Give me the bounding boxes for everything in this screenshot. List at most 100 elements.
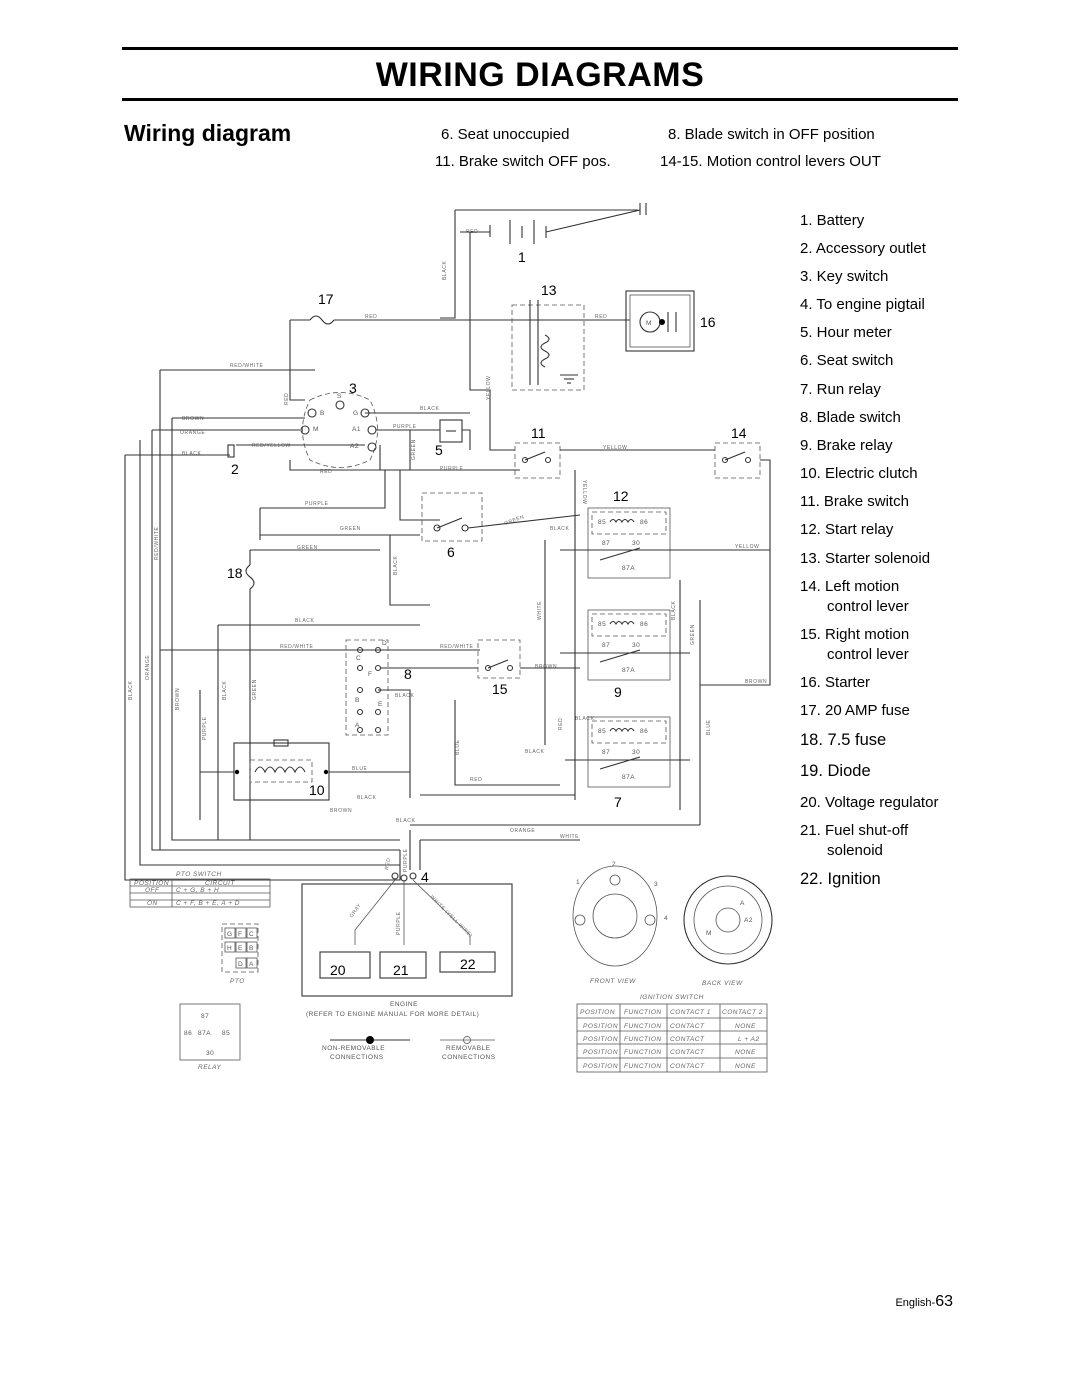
engine-box: GRAY PURPLE WHITE (YELL WIRE): [301, 879, 513, 997]
svg-text:4: 4: [664, 915, 668, 922]
legend-item: 5. Hour meter: [800, 324, 892, 341]
svg-text:GREEN: GREEN: [252, 679, 258, 700]
callout-16: 16: [700, 314, 716, 330]
callout-2: 2: [231, 461, 239, 477]
hour-meter: [439, 419, 463, 443]
svg-text:B: B: [355, 697, 360, 704]
condition-brake: 11. Brake switch OFF pos.: [435, 153, 611, 170]
legend-item: 3. Key switch: [800, 268, 889, 285]
svg-text:BROWN: BROWN: [745, 679, 767, 685]
svg-text:86: 86: [640, 728, 648, 735]
callout-20: 20: [330, 962, 346, 978]
svg-text:87: 87: [602, 642, 610, 649]
svg-text:A: A: [740, 900, 745, 907]
key-switch: B S G M A1 A2: [300, 392, 378, 468]
svg-text:POSITION: POSITION: [583, 1023, 618, 1030]
callout-18: 18: [227, 565, 243, 581]
pto-switch-table: PTO SWITCH POSITION CIRCUIT OFF C + G, B…: [129, 871, 271, 908]
svg-text:H: H: [227, 945, 232, 952]
svg-text:ORANGE: ORANGE: [510, 828, 535, 834]
svg-text:BLACK: BLACK: [222, 681, 228, 700]
relay-pinout: 87 86 87A 85 30 RELAY: [179, 1003, 241, 1071]
svg-text:BLACK: BLACK: [396, 818, 415, 824]
svg-text:RED: RED: [384, 857, 392, 870]
svg-text:86: 86: [640, 519, 648, 526]
svg-text:WHITE: WHITE: [537, 601, 543, 620]
starter-solenoid: [511, 300, 585, 391]
svg-text:BLACK: BLACK: [393, 556, 399, 575]
svg-text:PURPLE: PURPLE: [305, 501, 329, 507]
svg-text:POSITION: POSITION: [583, 1049, 618, 1056]
legend-item: 21. Fuel shut-off: [800, 822, 909, 839]
svg-text:30: 30: [632, 642, 640, 649]
svg-text:M: M: [646, 320, 652, 327]
svg-text:IGNITION SWITCH: IGNITION SWITCH: [640, 994, 704, 1001]
svg-text:REMOVABLE: REMOVABLE: [446, 1045, 491, 1052]
svg-text:BROWN: BROWN: [182, 416, 204, 422]
svg-text:F: F: [238, 931, 242, 938]
legend-item-cont: control lever: [827, 598, 909, 615]
svg-text:87A: 87A: [622, 774, 635, 781]
svg-text:87: 87: [602, 540, 610, 547]
callout-7: 7: [614, 794, 622, 810]
svg-text:85: 85: [222, 1030, 230, 1037]
svg-text:NONE: NONE: [735, 1023, 756, 1030]
svg-text:(REFER TO ENGINE MANUAL FOR MO: (REFER TO ENGINE MANUAL FOR MORE DETAIL): [306, 1011, 479, 1018]
legend-item: 18. 7.5 fuse: [800, 731, 887, 749]
svg-text:30: 30: [632, 749, 640, 756]
svg-text:85: 85: [598, 621, 606, 628]
svg-text:RED/YELLOW: RED/YELLOW: [252, 443, 291, 449]
svg-text:87A: 87A: [198, 1030, 211, 1037]
svg-text:BLACK: BLACK: [128, 681, 134, 700]
svg-text:FUNCTION: FUNCTION: [624, 1023, 662, 1030]
callout-5: 5: [435, 442, 443, 458]
legend-item: 17. 20 AMP fuse: [800, 702, 910, 719]
svg-text:BROWN: BROWN: [175, 688, 181, 710]
svg-text:30: 30: [632, 540, 640, 547]
svg-text:BROWN: BROWN: [535, 664, 557, 670]
svg-text:ON: ON: [147, 900, 158, 907]
svg-text:BROWN: BROWN: [330, 808, 352, 814]
svg-text:CONTACT 1: CONTACT 1: [670, 1009, 711, 1016]
svg-text:B: B: [320, 410, 325, 417]
callout-6: 6: [447, 544, 455, 560]
svg-text:A2: A2: [744, 917, 753, 924]
svg-text:E: E: [378, 701, 383, 708]
svg-text:CONTACT: CONTACT: [670, 1049, 705, 1056]
svg-text:CONTACT 2: CONTACT 2: [722, 1009, 763, 1016]
svg-text:OFF: OFF: [145, 887, 160, 894]
legend-item: 10. Electric clutch: [800, 465, 918, 482]
svg-text:FUNCTION: FUNCTION: [624, 1063, 662, 1070]
legend-item: 15. Right motion: [800, 626, 910, 643]
svg-text:E: E: [238, 945, 243, 952]
svg-text:CONTACT: CONTACT: [670, 1036, 705, 1043]
legend-item: 22. Ignition: [800, 870, 881, 888]
svg-text:POSITION: POSITION: [583, 1063, 618, 1070]
pto-connector: G F C H E B D A PTO: [221, 923, 259, 985]
svg-text:87A: 87A: [622, 667, 635, 674]
svg-text:BLACK: BLACK: [395, 693, 414, 699]
wire-label-red: RED: [466, 229, 478, 235]
svg-text:RED/WHITE: RED/WHITE: [440, 644, 474, 650]
callout-22: 22: [460, 956, 476, 972]
svg-text:87A: 87A: [622, 565, 635, 572]
svg-text:BLUE: BLUE: [352, 766, 368, 772]
svg-text:A2: A2: [350, 443, 359, 450]
legend-item: 6. Seat switch: [800, 352, 894, 369]
condition-blade: 8. Blade switch in OFF position: [668, 126, 875, 143]
battery-symbol: [455, 203, 647, 244]
legend-item: 16. Starter: [800, 674, 871, 691]
svg-text:RED/WHITE: RED/WHITE: [280, 644, 314, 650]
title-underline: [122, 98, 958, 101]
callout-11: 11: [531, 425, 546, 441]
svg-text:GREEN: GREEN: [411, 439, 417, 460]
legend-item: 14. Left motion: [800, 578, 900, 595]
svg-text:CONTACT: CONTACT: [670, 1063, 705, 1070]
svg-text:RED: RED: [558, 718, 564, 730]
legend-item: 4. To engine pigtail: [800, 296, 925, 313]
svg-text:A: A: [249, 961, 254, 968]
left-motion-lever-switch: [714, 442, 761, 479]
svg-text:YELLOW: YELLOW: [486, 376, 492, 400]
